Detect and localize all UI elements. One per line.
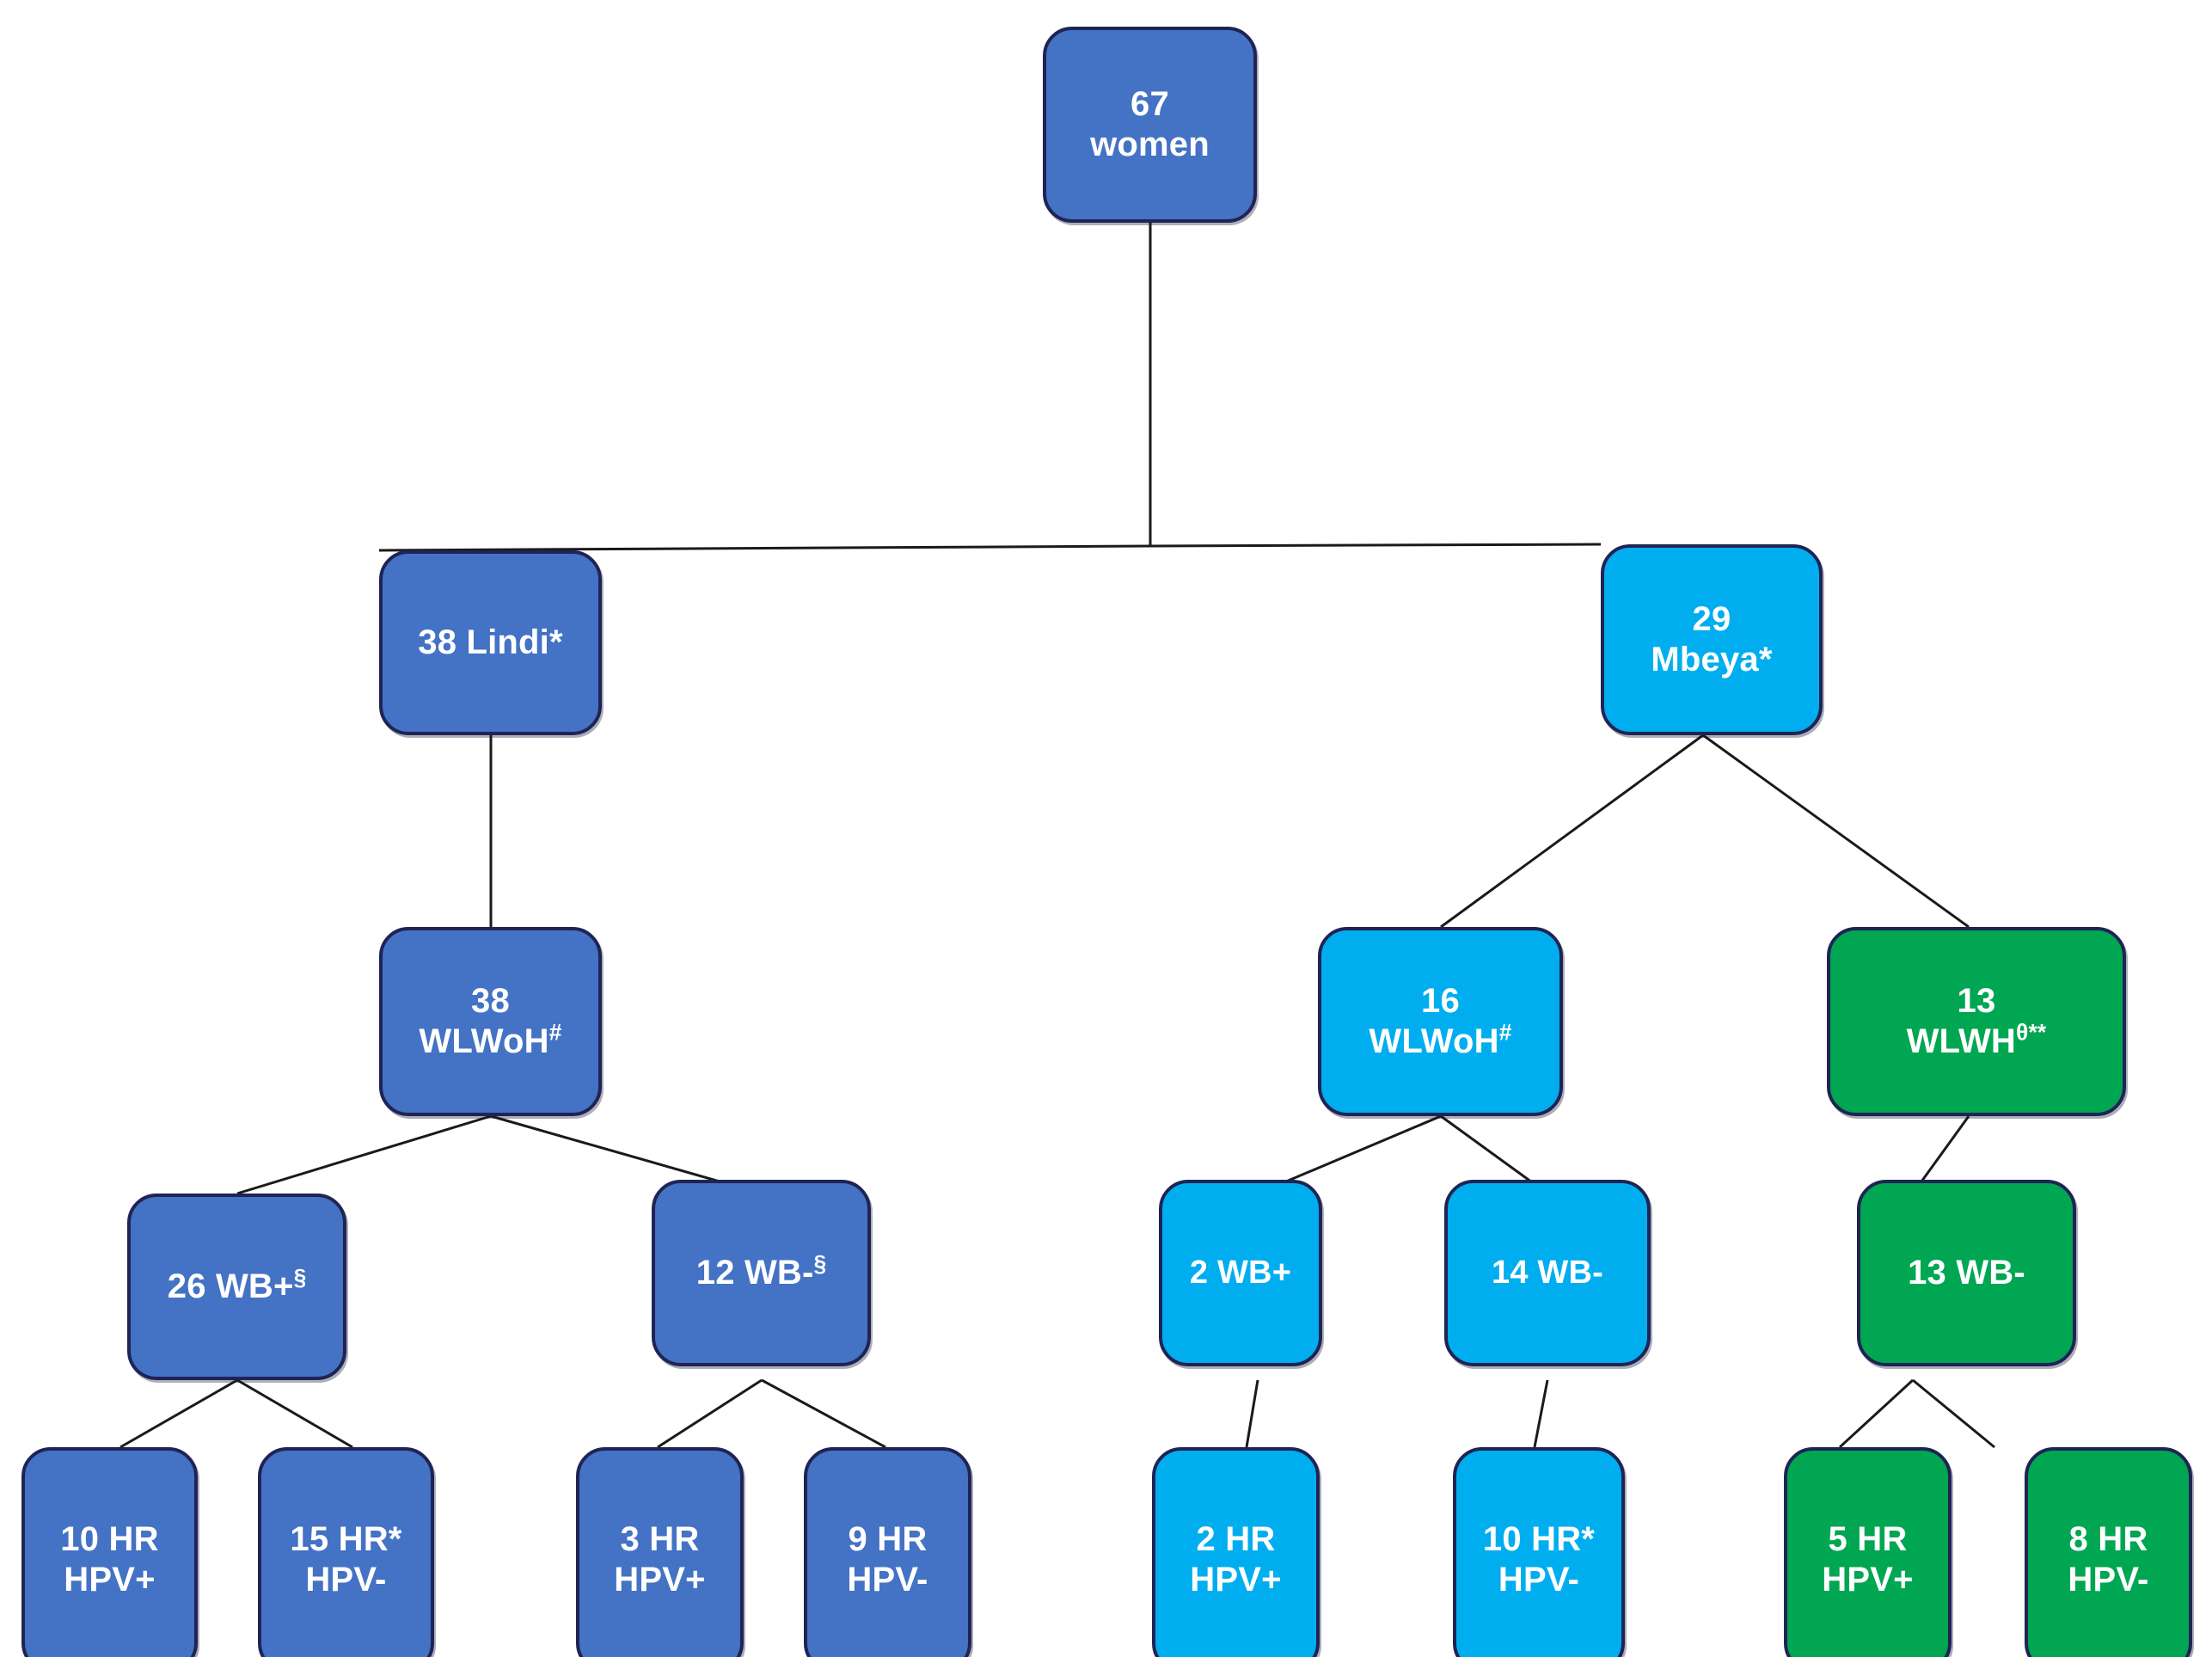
superscript-section: § xyxy=(813,1250,827,1277)
edge-wbpos26-to-leaf-neg xyxy=(236,1378,353,1449)
node-mbeya-wlwoh[interactable]: 16 WLWoH# xyxy=(1318,927,1563,1116)
edge-wbneg13-to-leaf-neg xyxy=(1912,1378,1995,1449)
node-lindi-wlwoh[interactable]: 38 WLWoH# xyxy=(379,927,602,1116)
node-lindi-line-0: 38 Lindi* xyxy=(418,623,563,661)
edge-wbpos26-to-leaf-pos xyxy=(119,1378,238,1449)
edge-wbneg12-to-leaf-neg xyxy=(761,1378,886,1449)
superscript-hash: # xyxy=(1498,1019,1512,1046)
node-mbeya-wb-positive-line-0: 2 WB+ xyxy=(1189,1255,1292,1292)
node-leaf-2-hr-hpv-positive[interactable]: 2 HR HPV+ xyxy=(1152,1447,1320,1657)
node-lindi-wlwoh-line-1: WLWoH# xyxy=(419,1019,562,1060)
node-mbeya-wb-negative-line-0: 14 WB- xyxy=(1492,1255,1603,1292)
edge-wbpos2-to-leaf-pos xyxy=(1245,1379,1259,1448)
node-lindi-wb-positive-line-0: 26 WB+§ xyxy=(167,1264,307,1305)
edge-split-to-mbeya xyxy=(1149,543,1602,548)
node-leaf-3-hr-hpv-positive-line-0: 3 HR xyxy=(620,1519,700,1558)
node-mbeya-wlwoh-line-0: 16 xyxy=(1421,981,1460,1020)
node-root-line-0: 67 xyxy=(1131,84,1169,123)
edge-mbeya-to-wlwh xyxy=(1702,733,1970,929)
node-leaf-3-hr-hpv-positive-line-1: HPV+ xyxy=(614,1561,706,1599)
node-leaf-8-hr-hpv-negative[interactable]: 8 HR HPV- xyxy=(2025,1447,2192,1657)
node-leaf-10-hr-hpv-negative-line-0: 10 HR* xyxy=(1482,1519,1596,1558)
node-root-line-1: women xyxy=(1090,126,1210,163)
node-leaf-10-hr-hpv-positive-line-0: 10 HR xyxy=(60,1519,159,1558)
node-leaf-5-hr-hpv-positive-line-1: HPV+ xyxy=(1822,1561,1914,1599)
node-lindi-wb-negative-line-0: 12 WB-§ xyxy=(695,1250,827,1292)
node-leaf-10-hr-hpv-negative[interactable]: 10 HR* HPV- xyxy=(1453,1447,1625,1657)
node-lindi-wlwoh-line-0: 38 xyxy=(471,981,510,1020)
node-leaf-10-hr-hpv-negative-line-1: HPV- xyxy=(1498,1561,1580,1599)
node-leaf-10-hr-hpv-positive-line-1: HPV+ xyxy=(64,1561,156,1599)
node-leaf-9-hr-hpv-negative-line-0: 9 HR xyxy=(848,1519,928,1558)
node-leaf-15-hr-hpv-negative-line-0: 15 HR* xyxy=(290,1519,402,1558)
node-leaf-9-hr-hpv-negative[interactable]: 9 HR HPV- xyxy=(804,1447,971,1657)
superscript-theta-asterisks: θ** xyxy=(2016,1019,2047,1046)
edge-wbneg14-to-leaf-neg xyxy=(1533,1379,1549,1448)
node-leaf-5-hr-hpv-positive-line-0: 5 HR xyxy=(1828,1519,1908,1558)
edge-wbneg13-to-leaf-pos xyxy=(1838,1378,1915,1449)
node-leaf-15-hr-hpv-negative-line-1: HPV- xyxy=(305,1561,387,1599)
node-leaf-2-hr-hpv-positive-line-1: HPV+ xyxy=(1190,1561,1282,1599)
edge-mbeya-to-wlwoh xyxy=(1440,733,1704,929)
node-mbeya-wlwh-line-0: 13 xyxy=(1957,981,1996,1020)
node-mbeya-line-1: Mbeya* xyxy=(1651,641,1773,678)
superscript-section: § xyxy=(293,1264,307,1291)
node-mbeya-line-0: 29 xyxy=(1692,599,1731,638)
superscript-hash: # xyxy=(548,1019,562,1046)
node-leaf-2-hr-hpv-positive-line-0: 2 HR xyxy=(1196,1519,1276,1558)
node-lindi[interactable]: 38 Lindi* xyxy=(379,550,602,735)
edge-wbneg12-to-leaf-pos xyxy=(657,1378,763,1449)
node-leaf-8-hr-hpv-negative-line-1: HPV- xyxy=(2068,1561,2149,1599)
node-mbeya-wb-negative[interactable]: 14 WB- xyxy=(1444,1180,1651,1366)
node-root[interactable]: 67 women xyxy=(1043,27,1257,223)
node-lindi-wb-negative[interactable]: 12 WB-§ xyxy=(652,1180,871,1366)
node-leaf-5-hr-hpv-positive[interactable]: 5 HR HPV+ xyxy=(1784,1447,1952,1657)
node-mbeya-wlwh-line-1: WLWHθ** xyxy=(1906,1019,2047,1060)
node-wlwh-wb-negative[interactable]: 13 WB- xyxy=(1857,1180,2076,1366)
node-lindi-wb-positive[interactable]: 26 WB+§ xyxy=(127,1194,346,1380)
node-leaf-9-hr-hpv-negative-line-1: HPV- xyxy=(847,1561,928,1599)
node-leaf-8-hr-hpv-negative-line-0: 8 HR xyxy=(2068,1519,2148,1558)
edge-wlwoh38-to-wbpos xyxy=(236,1114,492,1195)
node-mbeya-wb-positive[interactable]: 2 WB+ xyxy=(1159,1180,1322,1366)
node-mbeya-wlwoh-line-1: WLWoH# xyxy=(1369,1019,1512,1060)
node-leaf-3-hr-hpv-positive[interactable]: 3 HR HPV+ xyxy=(576,1447,744,1657)
node-mbeya[interactable]: 29 Mbeya* xyxy=(1601,544,1823,735)
node-mbeya-wlwh[interactable]: 13 WLWHθ** xyxy=(1827,927,2126,1116)
node-leaf-15-hr-hpv-negative[interactable]: 15 HR* HPV- xyxy=(258,1447,434,1657)
node-wlwh-wb-negative-line-0: 13 WB- xyxy=(1908,1253,2025,1292)
node-leaf-10-hr-hpv-positive[interactable]: 10 HR HPV+ xyxy=(21,1447,198,1657)
